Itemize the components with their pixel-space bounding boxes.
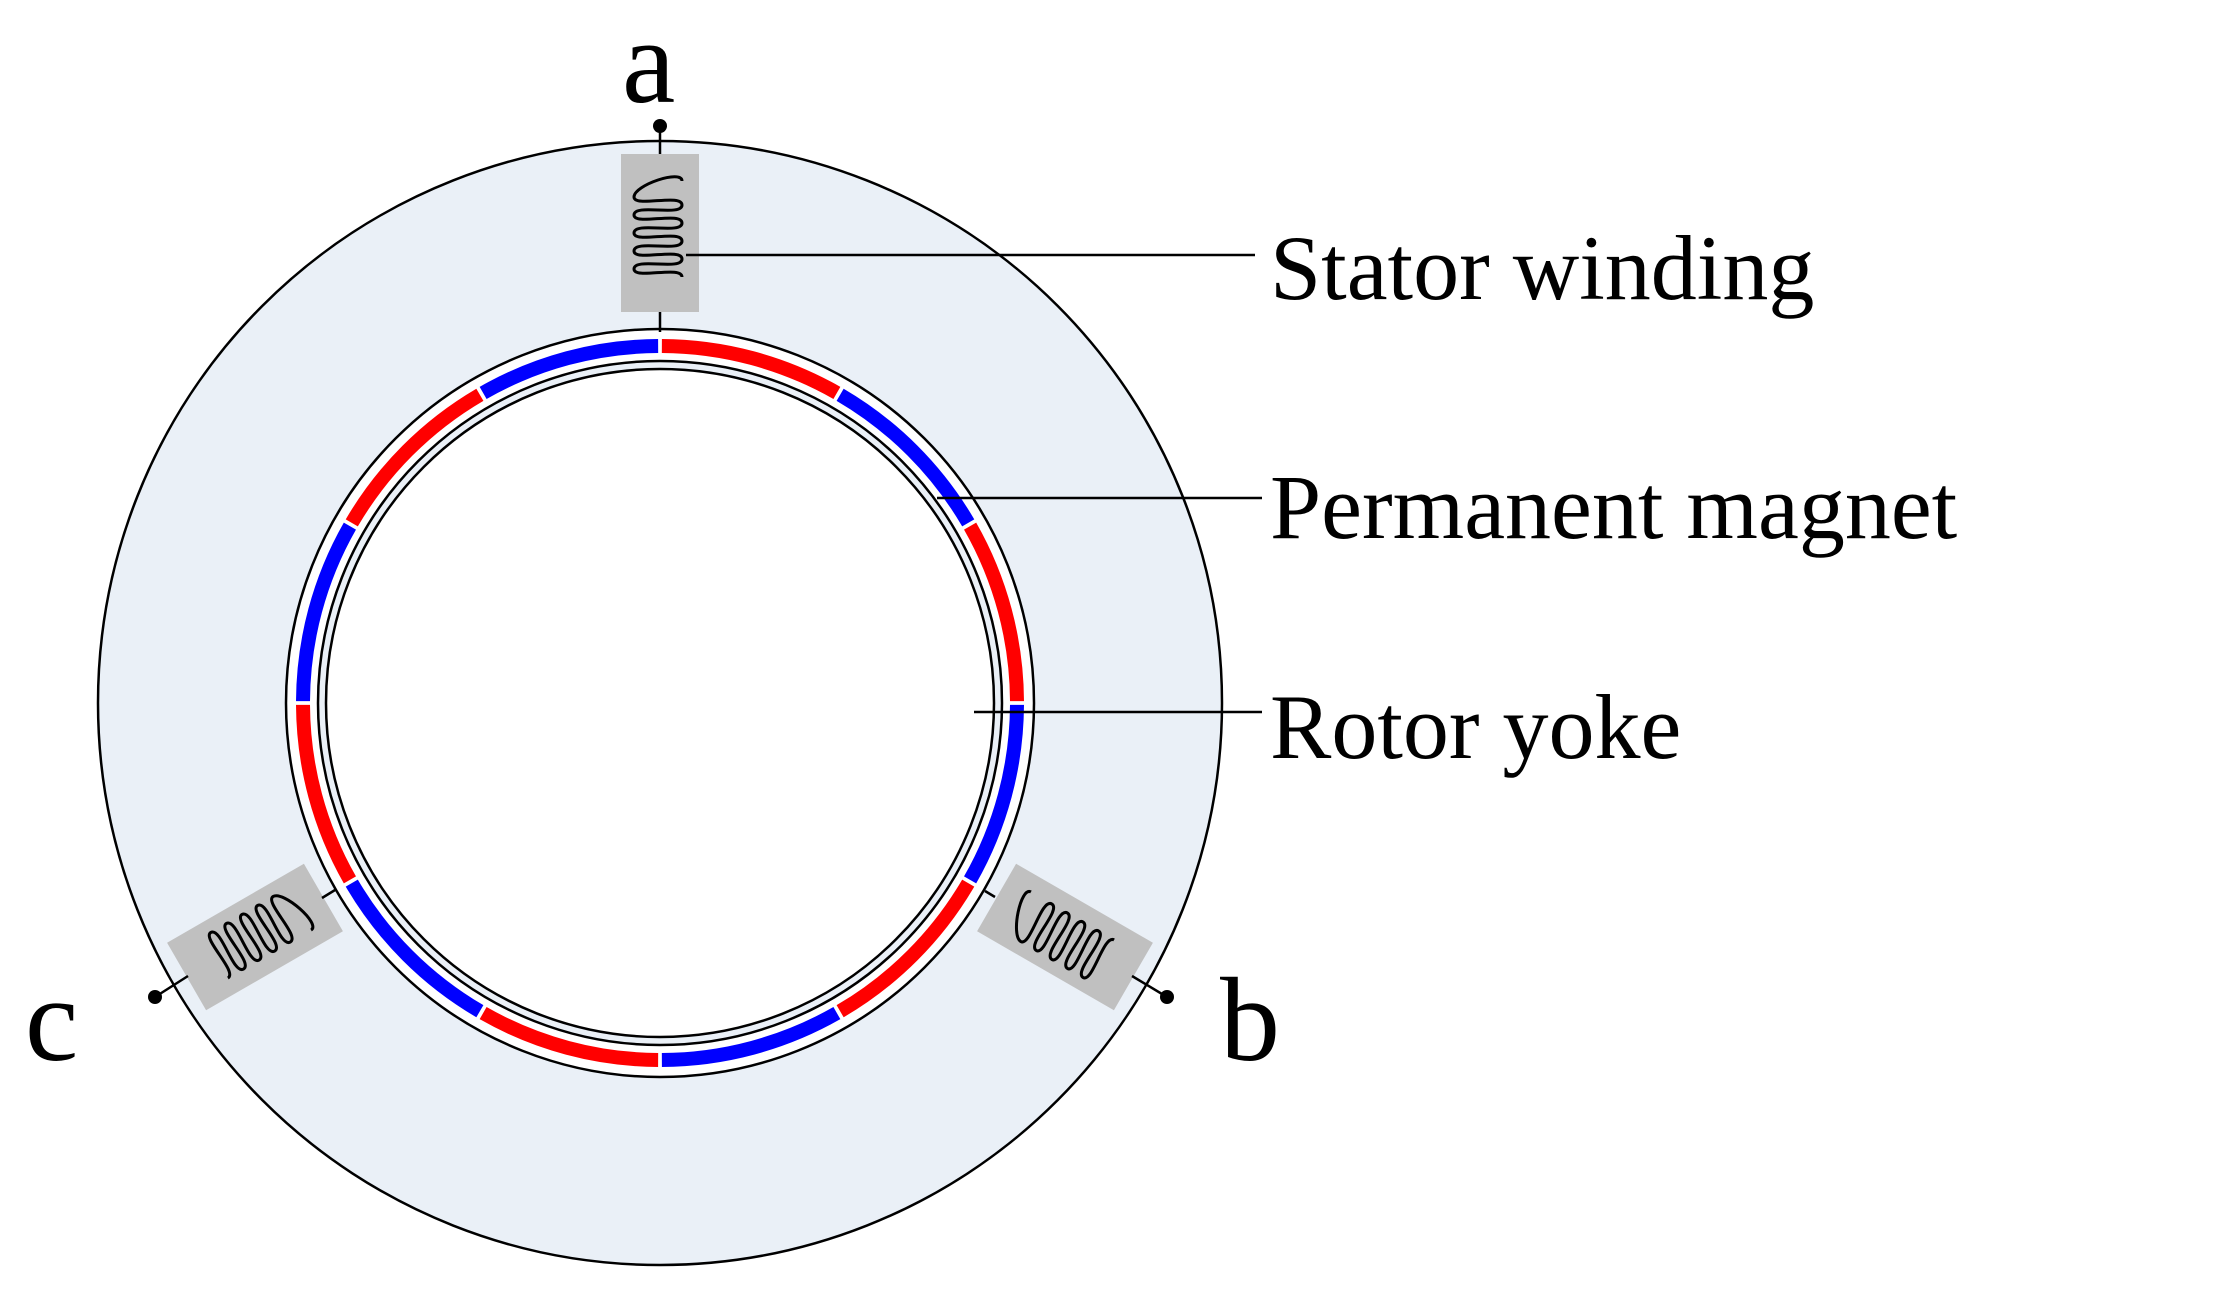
magnet-segment-south <box>836 388 975 527</box>
label-phase-c: c <box>25 953 78 1086</box>
coil-tap-phase-c <box>321 888 336 900</box>
magnet-segment-north <box>479 1007 659 1067</box>
magnet-segment-south <box>479 339 659 399</box>
label-phase-b: b <box>1220 953 1280 1086</box>
magnet-segment-north <box>345 388 484 527</box>
label-stator-winding: Stator winding <box>1270 217 1814 319</box>
magnet-segment-north <box>296 704 356 884</box>
label-phase-a: a <box>622 0 675 128</box>
magnet-segment-north <box>661 339 841 399</box>
rotor-bore <box>324 367 996 1039</box>
terminal-phase-b <box>1160 990 1174 1004</box>
magnet-segment-south <box>964 704 1024 884</box>
magnet-segment-south <box>345 879 484 1018</box>
permanent-magnet-ring <box>296 339 1024 1067</box>
coil-tap-phase-b <box>984 889 996 899</box>
label-rotor-yoke: Rotor yoke <box>1270 676 1681 778</box>
magnet-segment-south <box>296 522 356 702</box>
coil-phase-a <box>619 152 701 314</box>
terminal-phase-c <box>148 990 162 1004</box>
magnet-segment-north <box>836 879 975 1018</box>
magnet-segment-south <box>661 1007 841 1067</box>
label-permanent-magnet: Permanent magnet <box>1270 456 1958 558</box>
terminal-phase-a <box>653 119 667 133</box>
magnet-segment-north <box>964 522 1024 702</box>
